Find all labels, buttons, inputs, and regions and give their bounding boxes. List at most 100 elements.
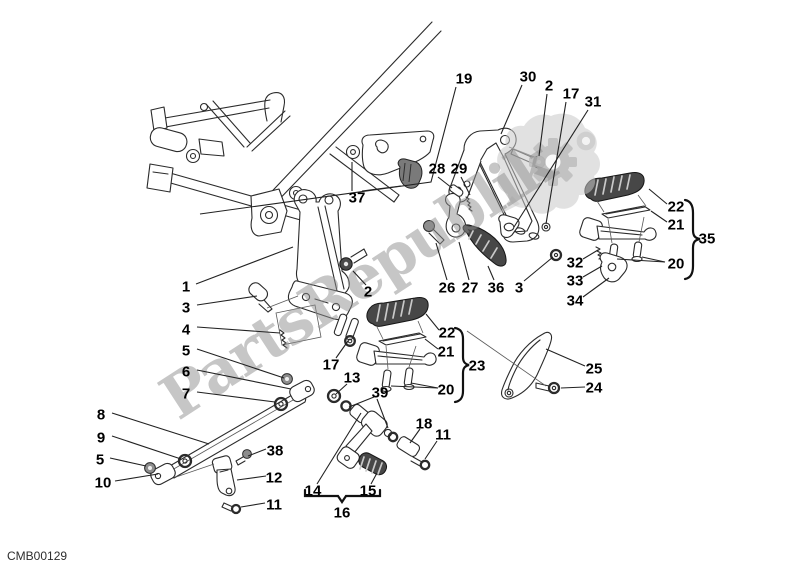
part-callout-13: 13 [344, 370, 361, 387]
part-callout-33: 33 [567, 273, 584, 290]
leader-line [616, 258, 666, 263]
spring-4 [275, 304, 322, 349]
part-callout-27: 27 [462, 280, 479, 297]
part-callout-14: 14 [305, 483, 322, 500]
leader-line [196, 348, 285, 379]
right-footpeg-assembly [579, 172, 657, 283]
bolt-11b [410, 456, 431, 471]
part-callout-29: 29 [451, 161, 468, 178]
leader-line [376, 398, 389, 429]
bolt-26 [423, 220, 445, 245]
part-callout-18: 18 [416, 416, 433, 433]
part-callout-25: 25 [586, 361, 603, 378]
part-callout-38: 38 [267, 443, 284, 460]
oring-39a [340, 400, 352, 412]
part-callout-11: 11 [435, 427, 451, 444]
part-callout-9: 9 [97, 430, 105, 447]
leader-line [650, 210, 668, 223]
part-callout-39: 39 [372, 385, 389, 402]
part-callout-17: 17 [563, 86, 580, 103]
bolt-38 [235, 449, 252, 466]
leader-line [641, 256, 666, 263]
part-callout-30: 30 [520, 69, 537, 86]
leader-line [370, 472, 378, 485]
washer-13 [326, 388, 342, 404]
leader-line [111, 412, 210, 445]
heel-guard [466, 330, 561, 400]
leader-line [196, 369, 292, 390]
leader-lines [109, 84, 668, 508]
rocker-12 [211, 455, 236, 497]
leader-line [545, 348, 586, 367]
leader-line [500, 84, 523, 135]
part-callout-10: 10 [95, 475, 112, 492]
part-callout-6: 6 [182, 364, 190, 381]
lever-rubber-15 [358, 452, 388, 476]
leader-line [247, 448, 267, 457]
leader-line [410, 382, 439, 389]
part-callout-1: 1 [182, 279, 190, 296]
part-callout-36: 36 [488, 280, 505, 297]
footpeg-holder-20 [356, 342, 437, 393]
part-callout-22: 22 [668, 199, 685, 216]
leader-line [114, 473, 159, 482]
leader-line [648, 188, 668, 205]
leader-line [196, 326, 281, 334]
footpeg-rubber-22 [366, 297, 429, 327]
bolt-11a [221, 502, 242, 515]
document-code: CMB00129 [7, 549, 67, 563]
grouping-braces [303, 198, 701, 504]
leader-line [236, 475, 267, 481]
leader-line [582, 277, 610, 298]
gear-icon-small [576, 131, 596, 151]
part-callout-21: 21 [438, 344, 455, 361]
leader-line [582, 249, 599, 260]
part-callout-16: 16 [334, 505, 351, 522]
part-callout-2: 2 [364, 284, 372, 301]
part-callout-23: 23 [469, 358, 486, 375]
left-hanger-bracket [248, 189, 368, 349]
gearshift-cam-27 [444, 192, 467, 238]
leader-line [458, 241, 470, 281]
footpeg-plate-21 [378, 332, 427, 346]
leader-line [196, 391, 276, 403]
washer-7 [273, 396, 289, 412]
leader-line [545, 101, 567, 225]
part-callout-3: 3 [515, 280, 523, 297]
leader-line [111, 435, 182, 460]
leader-line [335, 383, 348, 395]
part-callout-12: 12 [266, 470, 283, 487]
part-callout-8: 8 [97, 407, 105, 424]
leader-line [348, 396, 375, 408]
part-callout-20: 20 [438, 382, 455, 399]
part-callout-2: 2 [545, 78, 553, 95]
bolt-2-center [339, 248, 368, 271]
part-callout-3: 3 [182, 300, 190, 317]
leader-line [335, 340, 349, 359]
leader-line [513, 109, 589, 228]
rod-end-6 [289, 379, 315, 403]
knurled-peg-36 [462, 224, 507, 267]
washer-17-upper [541, 222, 551, 232]
bracket-plate-37 [345, 130, 435, 189]
leader-line [195, 246, 294, 285]
motorcycle-frame-art [146, 21, 442, 237]
leader-line [199, 86, 457, 215]
leader-line [435, 242, 448, 281]
part-callout-7: 7 [182, 386, 190, 403]
leader-line [424, 440, 438, 460]
part-callout-5: 5 [96, 452, 104, 469]
part-callout-28: 28 [429, 161, 446, 178]
leader-line [424, 338, 439, 350]
leader-line [390, 385, 439, 389]
gear-lever-assembly [326, 388, 431, 476]
washer-9 [177, 453, 193, 469]
part-callout-20: 20 [668, 256, 685, 273]
part-callout-35: 35 [699, 231, 716, 248]
brace-23 [453, 326, 470, 404]
leader-line [437, 176, 453, 189]
part-callout-11: 11 [266, 497, 282, 514]
part-callout-5: 5 [182, 343, 190, 360]
